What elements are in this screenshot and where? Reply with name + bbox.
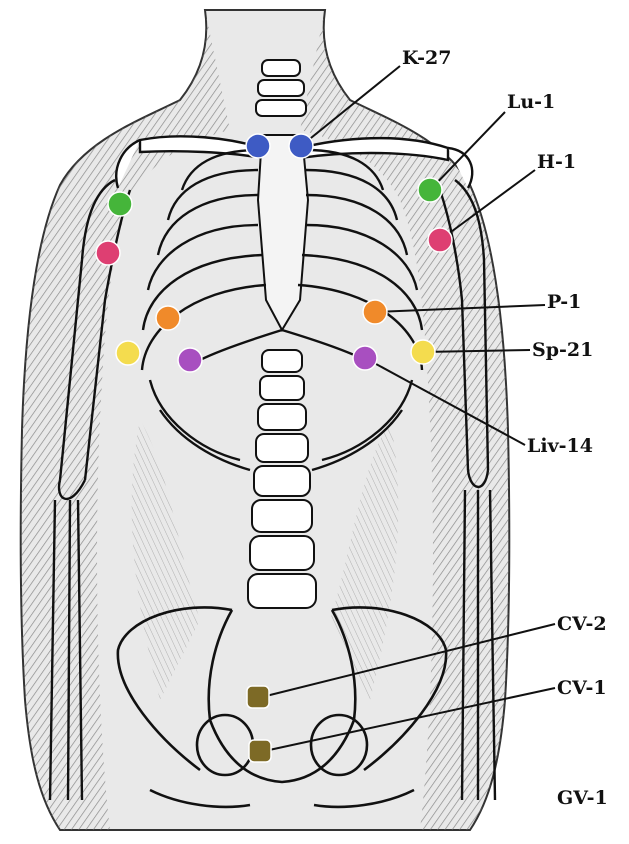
label-h1: H-1 bbox=[537, 151, 576, 173]
label-sp21: Sp-21 bbox=[532, 339, 593, 361]
k27-point-left bbox=[246, 134, 270, 158]
liv14-point-left bbox=[178, 348, 202, 372]
label-lu1: Lu-1 bbox=[507, 91, 555, 113]
label-p1: P-1 bbox=[547, 291, 581, 313]
sp21-point-left bbox=[116, 341, 140, 365]
lu1-point-right bbox=[418, 178, 442, 202]
label-cv1: CV-1 bbox=[557, 677, 607, 699]
liv14-point-right bbox=[353, 346, 377, 370]
label-cv2: CV-2 bbox=[557, 613, 607, 635]
h1-point-left bbox=[96, 241, 120, 265]
p1-point-left bbox=[156, 306, 180, 330]
p1-point-right bbox=[363, 300, 387, 324]
cervical-spine bbox=[256, 60, 306, 116]
cv1-point bbox=[249, 740, 271, 762]
sternum bbox=[258, 135, 308, 330]
label-liv14: Liv-14 bbox=[527, 435, 593, 457]
sp21-point-right bbox=[411, 340, 435, 364]
label-k27: K-27 bbox=[402, 47, 451, 69]
label-gv1: GV-1 bbox=[557, 787, 608, 809]
lu1-point-left bbox=[108, 192, 132, 216]
k27-point-right bbox=[289, 134, 313, 158]
cv2-point bbox=[247, 686, 269, 708]
h1-point-right bbox=[428, 228, 452, 252]
